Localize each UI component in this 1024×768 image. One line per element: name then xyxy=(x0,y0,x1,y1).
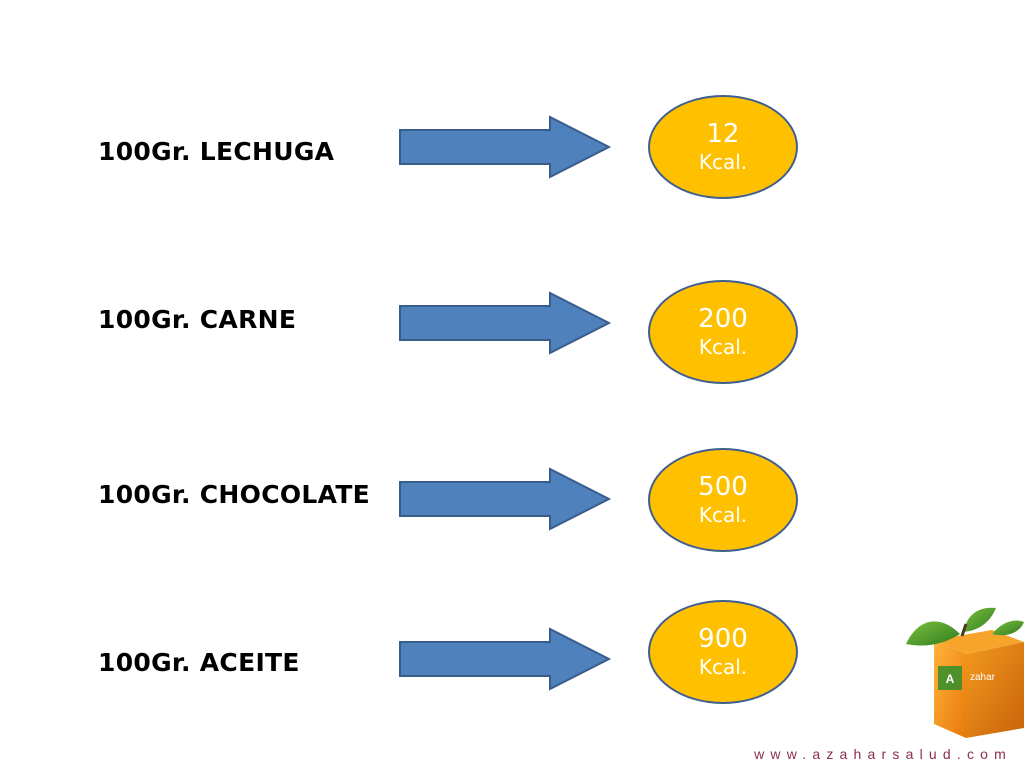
kcal-badge-chocolate: 500 Kcal. xyxy=(648,448,798,552)
kcal-unit: Kcal. xyxy=(698,502,748,527)
food-label-carne: 100Gr. CARNE xyxy=(98,305,297,334)
kcal-unit: Kcal. xyxy=(698,334,748,359)
kcal-badge-lechuga: 12 Kcal. xyxy=(648,95,798,199)
food-label-lechuga: 100Gr. LECHUGA xyxy=(98,137,335,166)
orange-cube-logo-icon: A zahar xyxy=(906,607,1024,738)
kcal-value: 900 xyxy=(698,624,748,655)
right-arrow-icon xyxy=(399,467,612,531)
kcal-unit: Kcal. xyxy=(698,654,748,679)
right-arrow-icon xyxy=(399,627,612,691)
food-label-chocolate: 100Gr. CHOCOLATE xyxy=(98,480,371,509)
right-arrow-icon xyxy=(399,291,612,355)
svg-text:zahar: zahar xyxy=(970,672,996,683)
kcal-value: 500 xyxy=(698,472,748,503)
kcal-value: 200 xyxy=(698,304,748,335)
website-url: www.azaharsalud.com xyxy=(754,746,1012,762)
kcal-badge-aceite: 900 Kcal. xyxy=(648,600,798,704)
kcal-badge-carne: 200 Kcal. xyxy=(648,280,798,384)
kcal-unit: Kcal. xyxy=(698,149,748,174)
food-label-aceite: 100Gr. ACEITE xyxy=(98,648,300,677)
svg-text:A: A xyxy=(946,672,955,686)
kcal-value: 12 xyxy=(706,119,740,150)
right-arrow-icon xyxy=(399,115,612,179)
